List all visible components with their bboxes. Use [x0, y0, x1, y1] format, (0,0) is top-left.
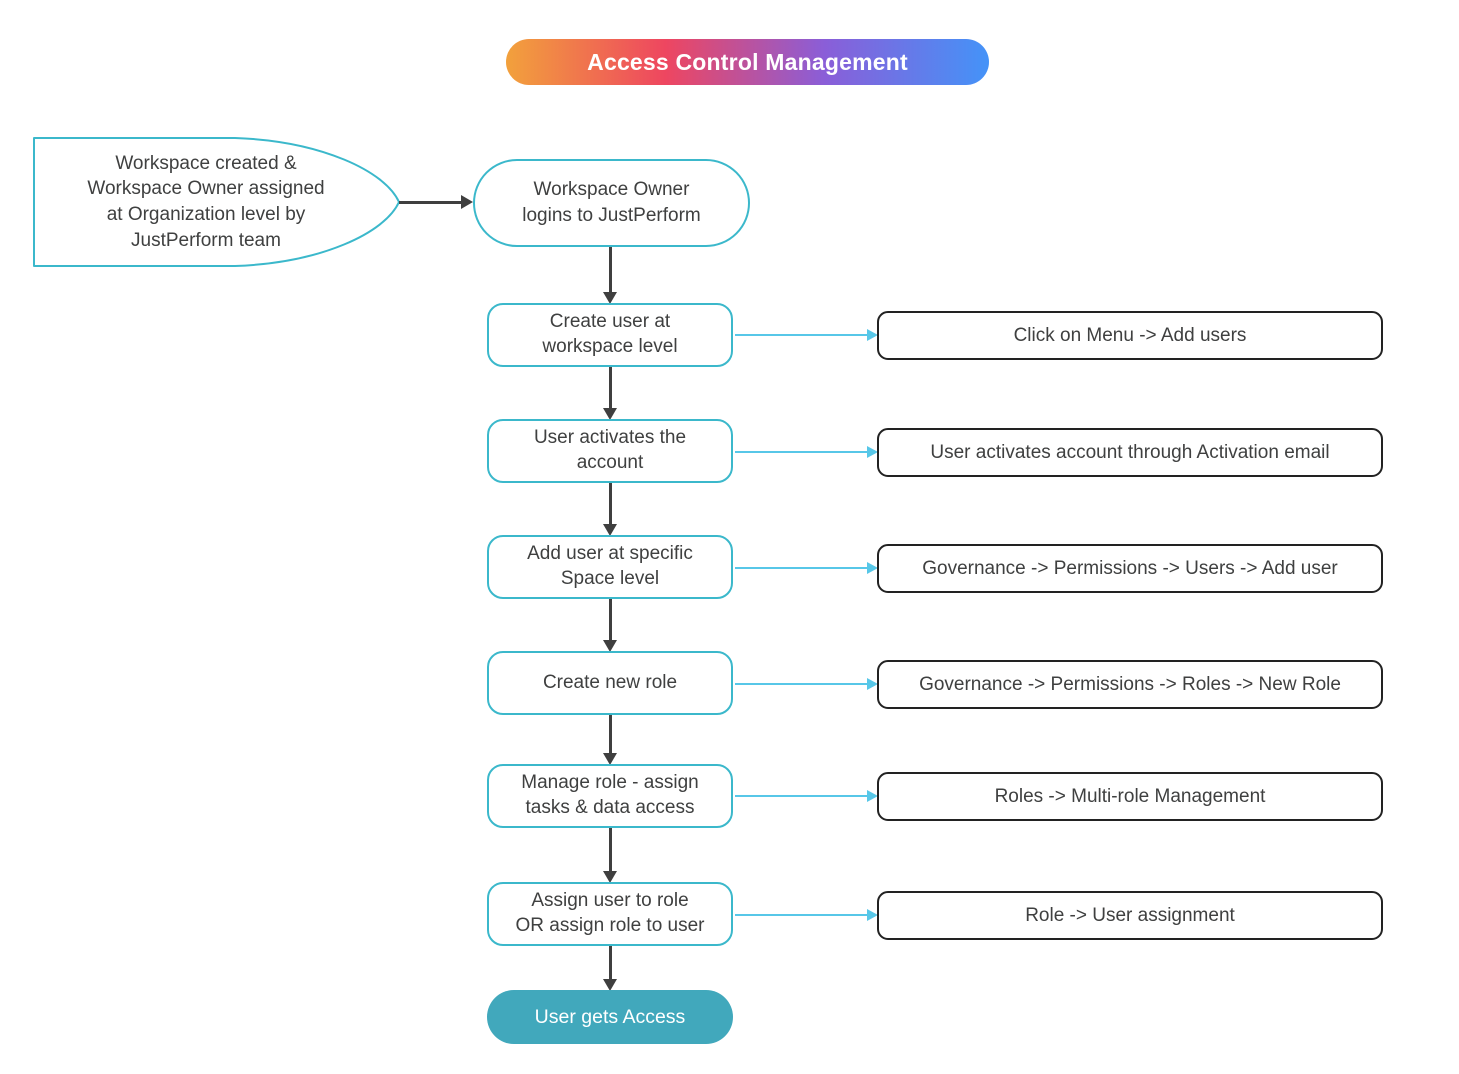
connector-step3-to-step4	[609, 599, 612, 640]
start-node: Workspace created & Workspace Owner assi…	[33, 137, 401, 267]
step1-node: Create user at workspace level	[487, 303, 733, 367]
note1-box: Click on Menu -> Add users	[877, 311, 1383, 360]
delay-shape-outline	[33, 137, 400, 267]
arrowhead-step3-to-note3	[867, 562, 878, 574]
connector-step3-to-note3	[735, 567, 867, 569]
connector-start-to-login	[399, 201, 461, 204]
note4-box: Governance -> Permissions -> Roles -> Ne…	[877, 660, 1383, 709]
arrowhead-step2-to-step3	[603, 524, 617, 536]
title-text: Access Control Management	[587, 48, 908, 75]
note5-box: Roles -> Multi-role Management	[877, 772, 1383, 821]
step3-node: Add user at specific Space level	[487, 535, 733, 599]
arrowhead-step1-to-note1	[867, 329, 878, 341]
step2-node: User activates the account	[487, 419, 733, 483]
arrowhead-step1-to-step2	[603, 408, 617, 420]
connector-login-to-step1	[609, 247, 612, 292]
step5-node: Manage role - assign tasks & data access	[487, 764, 733, 828]
connector-step6-to-end	[609, 946, 612, 979]
connector-step4-to-note4	[735, 683, 867, 685]
step6-node: Assign user to role OR assign role to us…	[487, 882, 733, 946]
arrowhead-login-to-step1	[603, 292, 617, 304]
arrowhead-step6-to-end	[603, 979, 617, 991]
end-node-label: User gets Access	[534, 1005, 686, 1028]
note6-box: Role -> User assignment	[877, 891, 1383, 940]
end-node: User gets Access	[487, 990, 733, 1044]
start-node-label: Workspace created & Workspace Owner assi…	[87, 152, 325, 251]
note2-box: User activates account through Activatio…	[877, 428, 1383, 477]
connector-step4-to-step5	[609, 715, 612, 753]
arrowhead-step5-to-step6	[603, 871, 617, 883]
arrowhead-step6-to-note6	[867, 909, 878, 921]
note3-box: Governance -> Permissions -> Users -> Ad…	[877, 544, 1383, 593]
arrowhead-step5-to-note5	[867, 790, 878, 802]
step4-node: Create new role	[487, 651, 733, 715]
connector-step2-to-note2	[735, 451, 867, 453]
connector-step2-to-step3	[609, 483, 612, 524]
arrowhead-step2-to-note2	[867, 446, 878, 458]
arrowhead-step4-to-step5	[603, 753, 617, 765]
connector-step5-to-step6	[609, 828, 612, 871]
connector-step1-to-note1	[735, 334, 867, 336]
login-node: Workspace Owner logins to JustPerform	[473, 159, 750, 247]
connector-step5-to-note5	[735, 795, 867, 797]
connector-step1-to-step2	[609, 367, 612, 408]
arrowhead-step3-to-step4	[603, 640, 617, 652]
connector-step6-to-note6	[735, 914, 867, 916]
title-badge: Access Control Management	[506, 39, 989, 85]
arrowhead-start-to-login	[461, 195, 473, 209]
arrowhead-step4-to-note4	[867, 678, 878, 690]
